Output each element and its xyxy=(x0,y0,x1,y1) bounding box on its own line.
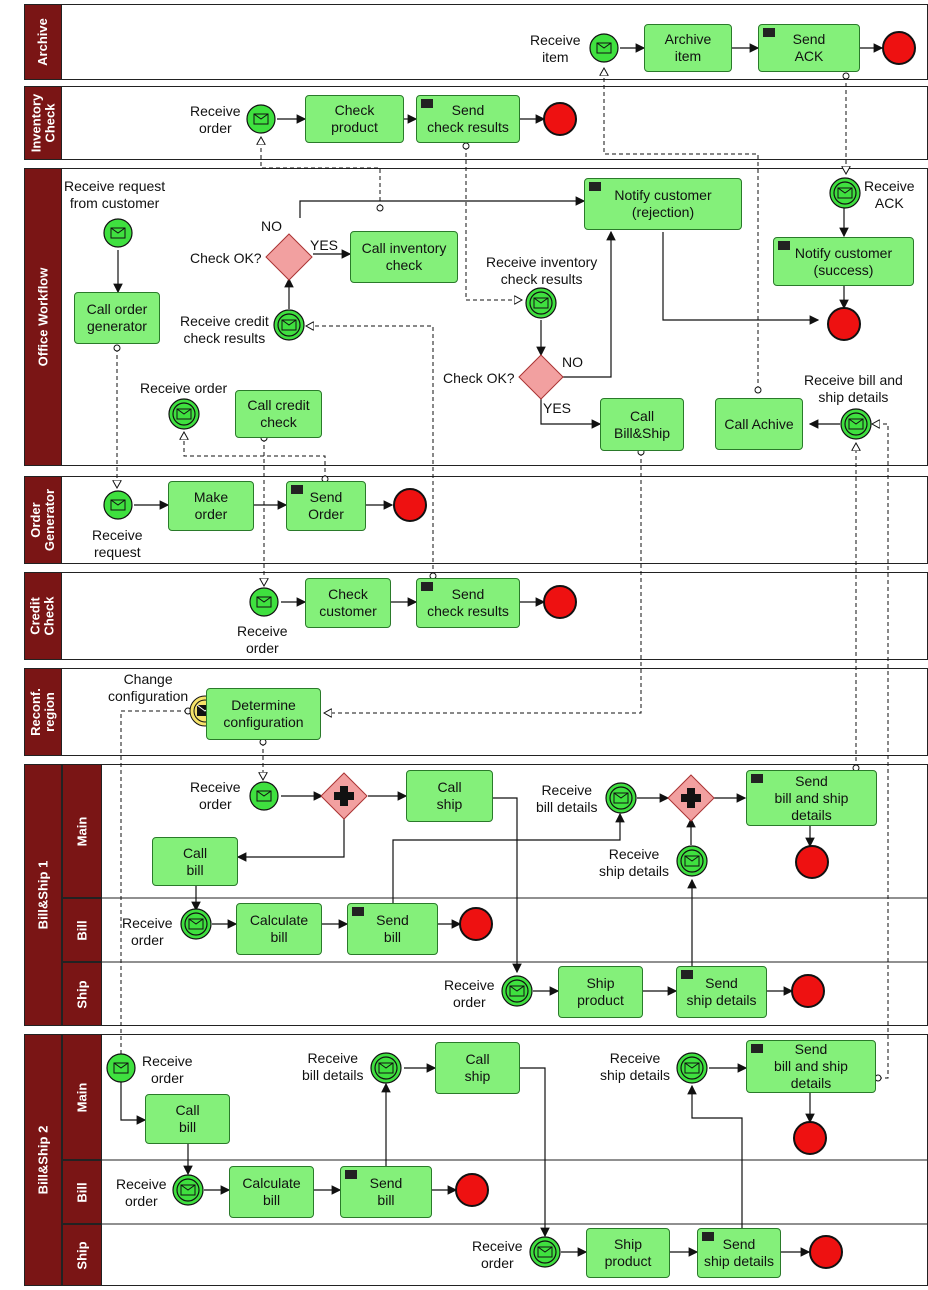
task-bs2-call-bill[interactable]: Call bill xyxy=(145,1094,230,1144)
task-bs2-call-ship[interactable]: Call ship xyxy=(435,1042,520,1094)
label-inventory-receive-order: Receive order xyxy=(190,103,241,136)
label-receive-ack: Receive ACK xyxy=(864,178,915,211)
envelope-flap xyxy=(253,113,269,120)
label-receive-credit-check-results: Receive credit check results xyxy=(180,313,269,346)
task-bs1-call-ship[interactable]: Call ship xyxy=(406,770,493,822)
label-receive-request: Receive request xyxy=(92,527,143,560)
task-send-check-results-inventory[interactable]: Send check results xyxy=(416,95,520,143)
envelope-flap xyxy=(509,985,525,992)
task-bs2-ship-product[interactable]: Ship product xyxy=(586,1228,670,1278)
envelope-flap xyxy=(110,499,126,506)
task-bs1-ship-product[interactable]: Ship product xyxy=(558,966,643,1018)
label-bs2-receive-order-ship: Receive order xyxy=(472,1238,523,1271)
lane-label-bs2-main: Main xyxy=(62,1034,102,1160)
task-bs1-send-ship-details[interactable]: Send ship details xyxy=(676,966,767,1018)
task-bs2-send-bill[interactable]: Send bill xyxy=(340,1166,432,1218)
task-send-check-results-credit[interactable]: Send check results xyxy=(416,578,520,628)
task-bs1-send-bill-ship-details[interactable]: Send bill and ship details xyxy=(746,770,877,826)
task-send-order[interactable]: Send Order xyxy=(286,481,366,531)
task-bs2-send-bill-ship-details[interactable]: Send bill and ship details xyxy=(746,1040,876,1093)
task-call-archive[interactable]: Call Achive xyxy=(715,398,803,450)
lane-label-bs2-ship: Ship xyxy=(62,1224,102,1286)
task-archive-item[interactable]: Archive item xyxy=(644,24,732,72)
pool-label-bs2: Bill&Ship 2 xyxy=(24,1034,62,1286)
envelope-flap xyxy=(684,1062,700,1069)
envelope-flap xyxy=(281,319,297,326)
label-bs1-receive-order-bill: Receive order xyxy=(122,915,173,948)
pool-label-inventory: Inventory Check xyxy=(24,86,62,160)
envelope-flap xyxy=(176,408,192,415)
label-bs1-receive-order-main: Receive order xyxy=(190,779,241,812)
pool-label-archive: Archive xyxy=(24,4,62,80)
task-check-customer[interactable]: Check customer xyxy=(305,578,391,628)
pool-label-office: Office Workflow xyxy=(24,168,62,466)
label-check-ok-2: Check OK? xyxy=(443,370,515,386)
envelope-flap xyxy=(596,42,612,49)
label-receive-item: Receive item xyxy=(530,32,581,65)
envelope-flap xyxy=(110,227,126,234)
label-office-receive-order: Receive order xyxy=(140,380,228,396)
task-make-order[interactable]: Make order xyxy=(168,481,254,531)
label-bs1-receive-ship-details: Receive ship details xyxy=(599,846,670,879)
envelope-flap xyxy=(378,1062,394,1069)
task-check-product[interactable]: Check product xyxy=(305,95,404,143)
task-determine-configuration[interactable]: Determine configuration xyxy=(206,688,321,740)
pool-label-credit: Credit Check xyxy=(24,572,62,660)
envelope-flap xyxy=(533,297,549,304)
task-bs1-send-bill[interactable]: Send bill xyxy=(347,903,438,955)
label-bs2-receive-ship-details: Receive ship details xyxy=(600,1050,671,1083)
task-call-inventory-check[interactable]: Call inventory check xyxy=(350,231,458,283)
label-no-2: NO xyxy=(562,354,583,370)
envelope-flap xyxy=(188,918,204,925)
label-receive-request-from-customer: Receive request from customer xyxy=(64,178,166,211)
envelope-flap xyxy=(684,855,700,862)
label-yes-2: YES xyxy=(543,400,572,416)
label-bs1-receive-bill-details: Receive bill details xyxy=(536,782,598,815)
task-bs2-send-ship-details[interactable]: Send ship details xyxy=(697,1228,781,1278)
label-bs2-receive-order-main: Receive order xyxy=(142,1053,193,1086)
task-call-order-generator[interactable]: Call order generator xyxy=(74,292,160,344)
pool-label-order-gen: Order Generator xyxy=(24,476,62,564)
envelope-flap xyxy=(256,790,272,797)
task-bs2-calculate-bill[interactable]: Calculate bill xyxy=(229,1166,314,1218)
label-receive-inventory-check-results: Receive inventory check results xyxy=(486,254,598,287)
task-send-ack[interactable]: Send ACK xyxy=(758,24,860,72)
pool-label-bs1: Bill&Ship 1 xyxy=(24,764,62,1026)
pool-label-reconf: Reconf. region xyxy=(24,668,62,756)
lane-label-bs1-main: Main xyxy=(62,764,102,898)
envelope-flap xyxy=(256,596,272,603)
label-bs1-receive-order-ship: Receive order xyxy=(444,977,495,1010)
envelope-flap xyxy=(537,1246,553,1253)
label-yes-1: YES xyxy=(310,237,339,253)
envelope-flap xyxy=(613,792,629,799)
task-call-credit-check[interactable]: Call credit check xyxy=(235,390,322,438)
label-change-configuration: Change configuration xyxy=(108,671,189,704)
label-bs2-receive-order-bill: Receive order xyxy=(116,1176,167,1209)
label-receive-bill-ship-details: Receive bill and ship details xyxy=(804,372,903,405)
task-bs1-call-bill[interactable]: Call bill xyxy=(152,837,238,886)
envelope-flap xyxy=(837,187,853,194)
label-bs2-receive-bill-details: Receive bill details xyxy=(302,1050,364,1083)
task-notify-rejection[interactable]: Notify customer (rejection) xyxy=(584,178,742,230)
task-notify-success[interactable]: Notify customer (success) xyxy=(773,237,914,286)
label-credit-receive-order: Receive order xyxy=(237,623,288,656)
task-call-billship[interactable]: Call Bill&Ship xyxy=(600,398,684,451)
envelope-flap xyxy=(180,1184,196,1191)
label-no-1: NO xyxy=(261,218,282,234)
envelope-flap xyxy=(848,418,864,425)
label-check-ok-1: Check OK? xyxy=(190,250,262,266)
envelope-flap xyxy=(113,1062,129,1069)
task-bs1-calculate-bill[interactable]: Calculate bill xyxy=(236,903,322,955)
